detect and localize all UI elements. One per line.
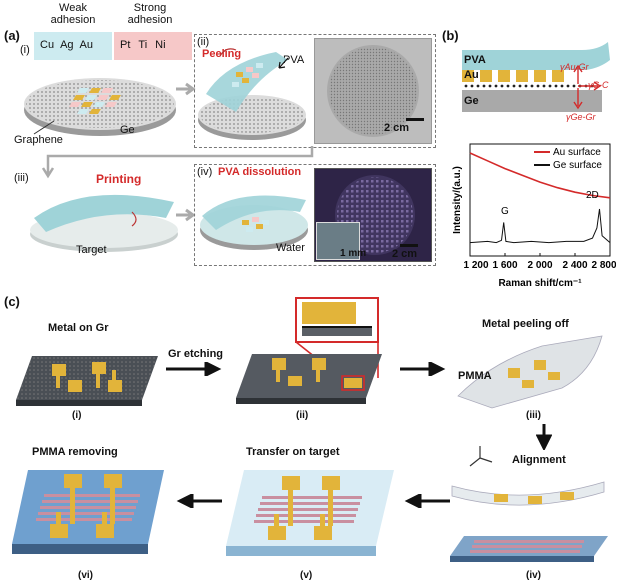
panel-a-iv-label: (iv) bbox=[197, 166, 213, 178]
arrow-right-icon bbox=[176, 82, 196, 96]
pva-label-a: PVA bbox=[283, 54, 305, 66]
arrow-right-icon-c1 bbox=[166, 362, 222, 376]
pmma-removed-icon bbox=[12, 470, 164, 554]
transfer-on-target-label: Transfer on target bbox=[246, 446, 340, 458]
pmma-label: PMMA bbox=[458, 370, 492, 382]
scale-bar-1mm: 1 mm bbox=[340, 248, 367, 259]
panel-a-label: (a) bbox=[4, 28, 20, 43]
metal-cu: Cu bbox=[40, 39, 55, 51]
printing-target-icon bbox=[30, 194, 178, 252]
x-tick-label: 1 200 bbox=[463, 260, 488, 271]
x-tick-label: 2 800 bbox=[591, 260, 616, 271]
strong-metals-list: Pt Ti Ni bbox=[120, 39, 166, 51]
arrow-right-icon-c2 bbox=[400, 362, 446, 376]
transfer-icon bbox=[226, 470, 394, 556]
arrow-down-icon bbox=[536, 424, 552, 450]
step-iv-label: (iv) bbox=[526, 570, 541, 581]
target-label: Target bbox=[76, 244, 107, 256]
series-line-ge-surface bbox=[469, 208, 611, 244]
panel-a-iii-label: (iii) bbox=[14, 172, 29, 184]
pva-dissolution-label: PVA dissolution bbox=[218, 166, 302, 178]
dissolution-wafer-icon bbox=[200, 195, 308, 250]
scale-bar-2cm-b: 2 cm bbox=[392, 248, 418, 260]
step-v-label: (v) bbox=[300, 570, 313, 581]
pva-pointer-icon bbox=[278, 57, 289, 69]
graphene-pointer-icon bbox=[33, 120, 55, 135]
gamma-cc-label: γC-C bbox=[588, 80, 609, 90]
peak-label-2d: 2D bbox=[586, 190, 599, 201]
strong-metals-box bbox=[114, 32, 192, 60]
metal-au: Au bbox=[79, 39, 93, 51]
arrow-left-icon-c2 bbox=[176, 494, 222, 508]
panel-a-iv-box bbox=[194, 164, 436, 266]
arrow-right-icon-2 bbox=[176, 208, 196, 222]
x-tick-label: 1 600 bbox=[492, 260, 517, 271]
metal-ni: Ni bbox=[155, 39, 166, 51]
metal-ag: Ag bbox=[60, 39, 74, 51]
step-iii-label: (iii) bbox=[526, 410, 541, 421]
ge-label: Ge bbox=[120, 124, 135, 136]
gamma-ge-gr-label: γGe-Gr bbox=[566, 112, 596, 122]
metal-pt: Pt bbox=[120, 39, 131, 51]
alignment-icon bbox=[450, 481, 608, 562]
scale-bar-2cm-a: 2 cm bbox=[384, 122, 410, 134]
scale-bar-line-a bbox=[406, 118, 424, 121]
panel-a-ii-label: (ii) bbox=[197, 36, 210, 48]
panel-a-ii-box bbox=[194, 34, 436, 148]
weak-metals-list: Cu Ag Au bbox=[40, 39, 93, 51]
arrow-elbow-icon bbox=[41, 146, 314, 179]
legend-ge-surface: Ge surface bbox=[553, 160, 602, 171]
x-tick-label: 2 000 bbox=[527, 260, 552, 271]
scale-bar-line-b bbox=[400, 244, 418, 247]
peeling-wafer-icon bbox=[198, 48, 306, 140]
wafer-with-metals-icon bbox=[24, 78, 176, 136]
weak-metals-box bbox=[34, 32, 112, 60]
metal-on-gr-label: Metal on Gr bbox=[48, 322, 109, 334]
arrow-left-icon-c1 bbox=[404, 494, 450, 508]
metal-peeling-off-label: Metal peeling off bbox=[482, 318, 569, 330]
panel-c-label: (c) bbox=[4, 294, 20, 309]
x-axis-label: Raman shift/cm⁻¹ bbox=[498, 278, 582, 288]
metal-ti: Ti bbox=[138, 39, 148, 51]
series-line-au-surface bbox=[469, 152, 611, 199]
ge-label-b: Ge bbox=[464, 95, 479, 107]
printing-label: Printing bbox=[96, 172, 142, 186]
water-label: Water bbox=[276, 242, 305, 254]
step-vi-label: (vi) bbox=[78, 570, 93, 581]
legend-au-surface: Au surface bbox=[553, 147, 601, 158]
pmma-peeling-icon bbox=[457, 335, 603, 409]
panel-a-i-label: (i) bbox=[20, 44, 30, 56]
raman-chart: 1 200 1 600 2 000 2 400 2 800 Intensity/(a.u… bbox=[452, 143, 616, 288]
gr-etching-label: Gr etching bbox=[168, 348, 224, 360]
pmma-removing-label: PMMA removing bbox=[32, 446, 118, 458]
legend: Au surface Ge surface bbox=[534, 147, 602, 171]
pva-label-b: PVA bbox=[464, 54, 486, 66]
graphene-label: Graphene bbox=[14, 134, 63, 146]
gamma-au-gr-label: γAu-Gr bbox=[560, 62, 589, 72]
panel-b-label: (b) bbox=[442, 28, 459, 43]
step-i-label: (i) bbox=[72, 410, 82, 421]
x-tick-label: 2 400 bbox=[562, 260, 587, 271]
interface-schematic-icon bbox=[462, 42, 610, 112]
au-label-b: Au bbox=[464, 69, 479, 81]
peak-label-g: G bbox=[501, 206, 509, 217]
gr-etched-icon bbox=[236, 297, 382, 404]
alignment-label: Alignment bbox=[512, 454, 566, 466]
inset-micrograph bbox=[316, 222, 360, 260]
axes-icon bbox=[469, 446, 493, 467]
step-ii-label: (ii) bbox=[296, 410, 309, 421]
y-axis-label: Intensity/(a.u.) bbox=[452, 166, 463, 234]
metal-on-gr-icon bbox=[16, 356, 158, 406]
photo-wafer-ii bbox=[314, 38, 432, 144]
